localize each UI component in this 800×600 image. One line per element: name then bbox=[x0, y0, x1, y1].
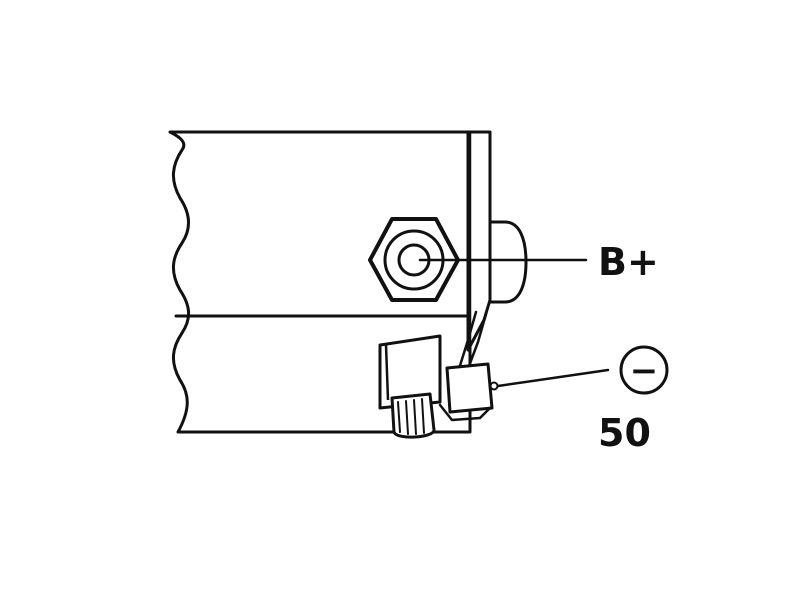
minus-in-circle-icon: − bbox=[619, 345, 669, 395]
end-cap-plate bbox=[466, 130, 492, 354]
terminal-50-label: 50 bbox=[598, 411, 651, 455]
ground-leader-line bbox=[496, 368, 610, 388]
ground-symbol-glyph: − bbox=[630, 351, 659, 391]
terminal-boss bbox=[488, 220, 528, 304]
solenoid-terminal-block bbox=[378, 334, 442, 410]
knurled-screw bbox=[390, 392, 436, 439]
b-plus-label: B+ bbox=[598, 240, 659, 284]
terminal-strap bbox=[456, 310, 488, 376]
terminal-50-connector[interactable] bbox=[438, 362, 499, 422]
